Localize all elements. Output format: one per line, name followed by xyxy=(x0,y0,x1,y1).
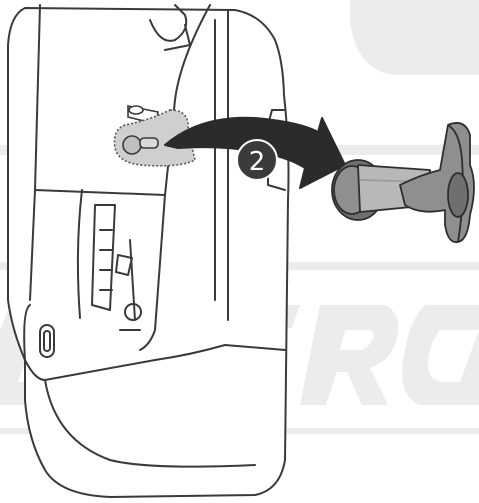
step-badge: 2 xyxy=(237,140,277,180)
t-handle-knob-icon xyxy=(332,123,474,242)
step-number: 2 xyxy=(249,147,266,177)
door-panel xyxy=(8,5,289,497)
